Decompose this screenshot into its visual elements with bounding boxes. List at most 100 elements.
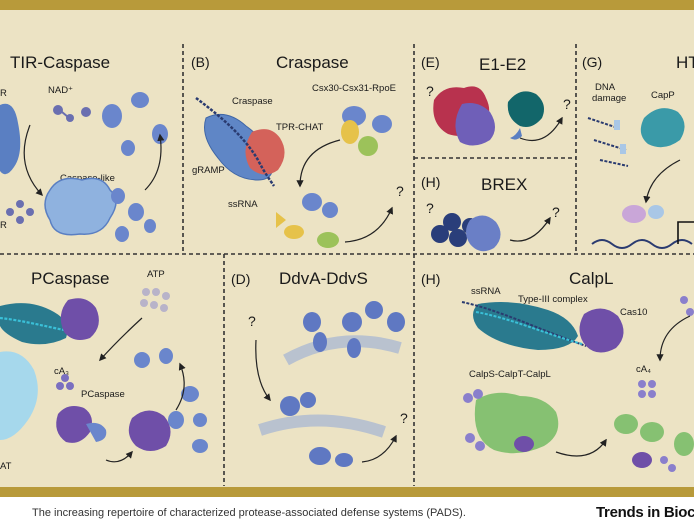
ddv-arrow-1 [255, 339, 271, 402]
panel-title: HT [676, 53, 694, 72]
capp-arrow [643, 159, 681, 204]
pcaspase-protein-tail [86, 422, 107, 442]
e1-e2-product-tail [510, 128, 522, 140]
panel-ddva-ddvs: (D) DdvA-DdvS ? ? [231, 269, 408, 467]
panel-calpl: (H) CalpL ssRNA Type-III complex Cas10 c… [421, 269, 694, 472]
panel-brex: (H) BREX ? ? [421, 174, 560, 252]
calpl-arrow-2 [555, 438, 607, 457]
genomic-dna [591, 239, 693, 249]
gramp-label: gRAMP [192, 165, 225, 176]
crrna-strand [195, 97, 276, 187]
question-mark: ? [396, 183, 404, 199]
pcaspase-label: PCaspase [81, 389, 125, 400]
panel-background [0, 10, 694, 487]
question-mark-1: ? [426, 83, 434, 99]
accessory-left [0, 351, 38, 440]
tir-arrow-1 [23, 124, 43, 197]
membrane-bottom [258, 414, 386, 438]
ca4-molecules [638, 296, 694, 398]
atp-label: ATP [147, 269, 165, 280]
panel-title: TIR-Caspase [10, 53, 110, 72]
ca3-molecules [56, 374, 74, 390]
tir-arrow-2 [144, 133, 165, 191]
cleavage-products [276, 193, 339, 248]
tir-protein-left [0, 103, 21, 175]
pcaspase-protein [56, 406, 92, 443]
ddv-arrow-2 [361, 434, 397, 463]
damage-marks [614, 120, 626, 154]
panel-title: PCaspase [31, 269, 109, 288]
calps-label: CalpS-CalpT-CalpL [469, 369, 551, 380]
gene-promoter-arrow [677, 221, 694, 244]
craspase-arrow-1 [296, 139, 341, 188]
nad-label: NAD⁺ [48, 85, 73, 96]
ca3-label: cA₃ [54, 366, 69, 377]
e1-e2-arrow [519, 116, 563, 142]
e1-e2-product [507, 91, 544, 127]
panel-letter: (H) [421, 174, 440, 190]
csx-proteins [341, 106, 392, 156]
calpl-arrow-1 [656, 315, 691, 362]
panel-letter: (H) [421, 271, 440, 287]
crrna-strand [475, 311, 583, 345]
panel-tir-caspase: TIR-Caspase NAD⁺ R R Caspase-like [0, 53, 168, 242]
panel-title: CalpL [569, 269, 613, 288]
crrna-strand-left [0, 316, 65, 332]
dividers [0, 44, 694, 486]
pcaspase-fragments [134, 348, 208, 453]
nad-molecules [53, 105, 91, 122]
at-label: AT [0, 461, 12, 472]
damage-label: damage [592, 93, 626, 104]
r-label-top: R [0, 88, 7, 99]
capp-protein [640, 108, 685, 148]
dna-label: DNA [595, 82, 616, 93]
panel-title: E1-E2 [479, 55, 526, 74]
cas10-protein [579, 308, 624, 353]
panel-e1-e2: (E) E1-E2 ? ? [421, 54, 571, 146]
brex-protease [466, 215, 501, 252]
craspase-arrow-2 [344, 206, 393, 243]
tpr-chat-protein [245, 129, 285, 175]
cleaved-regulator-2 [648, 205, 664, 219]
panel-title: DdvA-DdvS [279, 269, 368, 288]
type-iii-label: Type-III complex [518, 294, 588, 305]
question-mark-2: ? [552, 204, 560, 220]
cleaved-regulator [622, 205, 646, 223]
tpr-chat-label: TPR-CHAT [276, 122, 324, 133]
ddv-proteins-bottom [280, 392, 353, 467]
csx-label: Csx30-Csx31-RpoE [312, 83, 396, 94]
panel-g: (G) HT DNA damage CapP [582, 53, 694, 249]
panel-title: BREX [481, 175, 527, 194]
question-mark-1: ? [248, 313, 256, 329]
figure-caption: The increasing repertoire of characteriz… [32, 507, 466, 519]
ssrna-label: ssRNA [228, 199, 258, 210]
pcaspase-arrow-3 [175, 362, 186, 411]
journal-brand: Trends in Bioch [596, 504, 694, 521]
r-label-bottom: R [0, 220, 7, 231]
panel-title: Craspase [276, 53, 349, 72]
brex-arrow [509, 216, 551, 242]
nad-ring [6, 200, 34, 224]
craspase-label: Craspase [232, 96, 273, 107]
membrane-top [283, 335, 402, 366]
panel-letter: (D) [231, 271, 250, 287]
e2-protein [455, 103, 495, 146]
ca4-label: cA₄ [636, 364, 651, 375]
pcaspase-arrow-2 [105, 450, 133, 463]
ssrna-label: ssRNA [471, 286, 501, 297]
question-mark-2: ? [563, 96, 571, 112]
panel-letter: (E) [421, 54, 440, 70]
panel-pcaspase: PCaspase ATP cA₃ PCaspase AT [0, 269, 208, 472]
calps-calpt-calpl-complex [463, 389, 559, 454]
capp-label: CapP [651, 90, 675, 101]
question-mark-2: ? [400, 410, 408, 426]
panel-letter: (G) [582, 54, 602, 70]
panel-letter: (B) [191, 54, 210, 70]
ddv-proteins-top [303, 301, 405, 358]
caspase-like-protein [44, 177, 117, 236]
panel-craspase: (B) Craspase Craspase Csx30-Csx31-RpoE T… [191, 53, 404, 248]
cas10-label: Cas10 [620, 307, 647, 318]
question-mark-1: ? [426, 200, 434, 216]
active-pcaspase [128, 410, 171, 451]
calpl-products [614, 414, 694, 472]
